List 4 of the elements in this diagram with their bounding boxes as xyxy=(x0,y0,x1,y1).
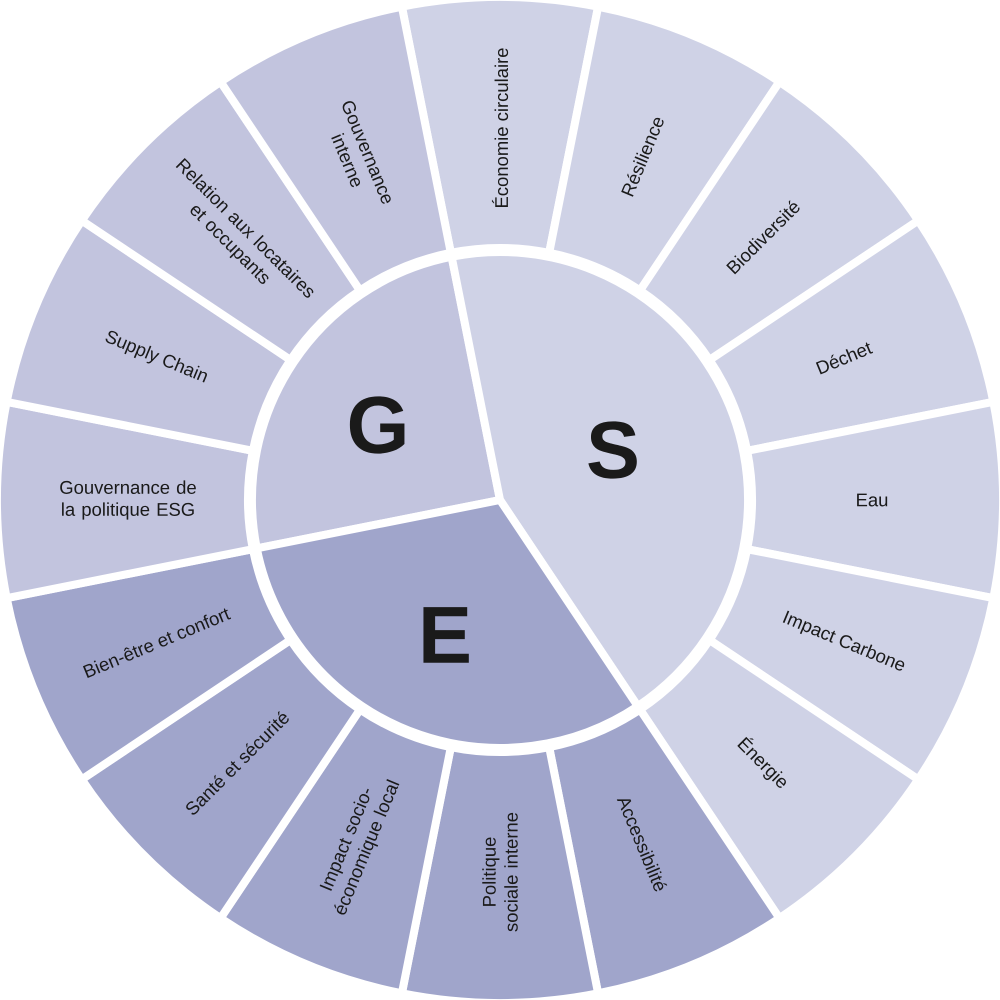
node-label: Eau xyxy=(857,494,888,506)
ring-segment: Gouvernance de la politique ESG xyxy=(0,398,257,602)
ring-segment: Eau xyxy=(743,398,1000,602)
node-label: Politique sociale interne xyxy=(482,812,518,932)
